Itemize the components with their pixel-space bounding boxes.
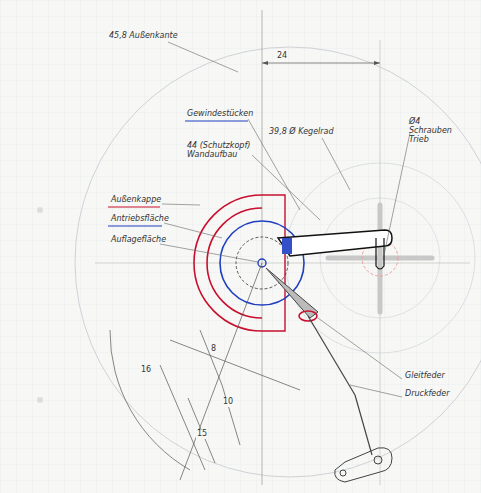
part-label: Gewindestücken <box>186 110 254 119</box>
wheel-outline <box>320 198 440 318</box>
part-label: 44 (Schutzkopf) Wandaufbau <box>186 142 258 160</box>
dimension-arrow <box>262 61 380 65</box>
slot <box>376 238 384 269</box>
part-label: Außenkappe <box>110 196 162 205</box>
part-label: Ø4 Schrauben Trieb <box>408 118 452 144</box>
bolt-hole <box>340 470 346 476</box>
punch-hole <box>37 207 43 213</box>
base-plate <box>335 448 392 482</box>
dimension-line <box>262 63 380 64</box>
lever-arm <box>278 230 392 256</box>
dimension-value: 16 <box>140 366 152 375</box>
punch-hole <box>37 397 43 403</box>
part-label: Gleitfeder <box>404 372 446 381</box>
outer-edge <box>75 47 481 477</box>
dimension-value: 8 <box>210 345 217 354</box>
underline <box>108 206 160 207</box>
part-label: 39,8 Ø Kegelrad <box>268 128 335 137</box>
dimension-lines <box>110 263 300 480</box>
spring-rod <box>355 395 372 455</box>
part-label: 45,8 Außenkante <box>108 32 179 41</box>
dimension-value: 15 <box>196 430 208 439</box>
clamp-block <box>282 238 292 254</box>
underline <box>108 225 162 226</box>
outer-cap <box>207 208 262 318</box>
center-line <box>380 40 381 485</box>
part-label: Antriebsfläche <box>110 215 170 224</box>
leader-lines <box>160 42 410 397</box>
outer-cap <box>194 195 262 331</box>
center-line <box>95 263 470 264</box>
wheel-spokes <box>328 205 432 312</box>
part-label: Druckfeder <box>404 390 451 399</box>
dimension-value: 24 <box>276 52 288 61</box>
dimension-value: 10 <box>222 398 234 407</box>
bolt-hole <box>374 456 382 464</box>
part-label: Auflagefläche <box>110 236 167 245</box>
underline <box>185 121 248 122</box>
center-line <box>262 10 263 485</box>
